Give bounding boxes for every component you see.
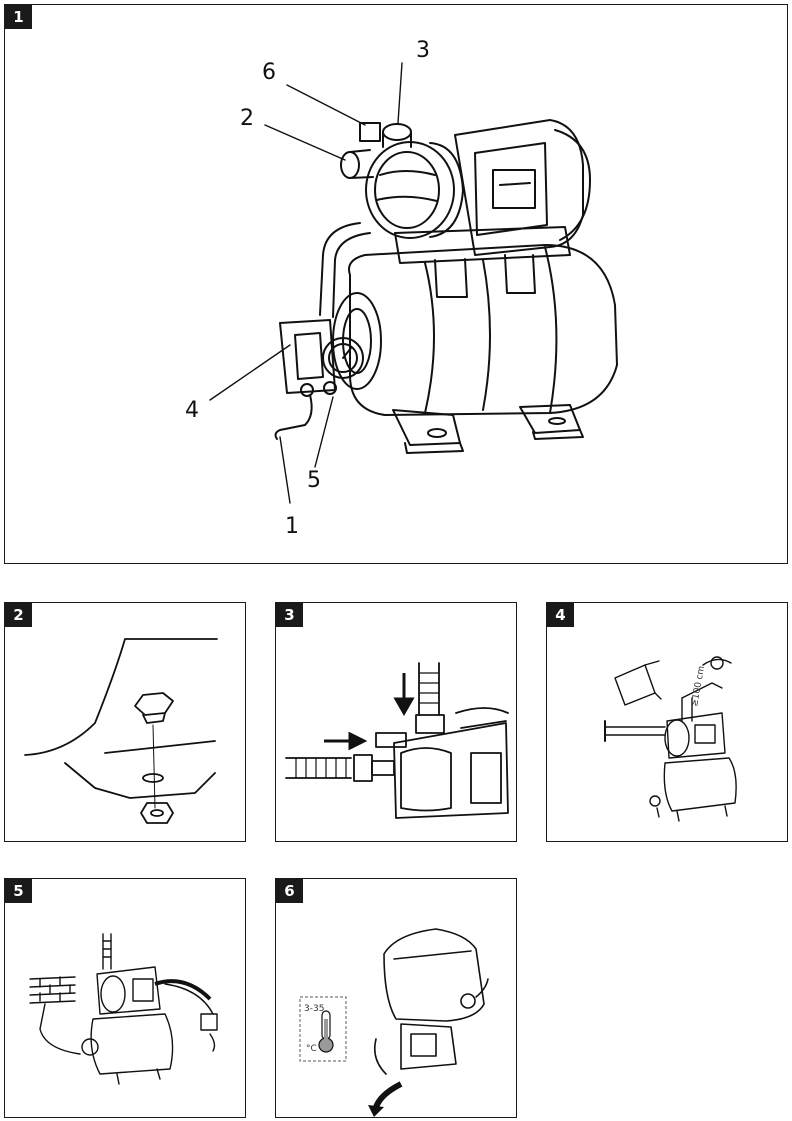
callout-5: 5	[307, 468, 321, 493]
drain-bolt	[134, 692, 174, 716]
washer-nut	[140, 802, 174, 824]
figure-6-panel: 6 3-35 °C	[275, 878, 517, 1118]
figure-5-panel: 5	[4, 878, 246, 1118]
tank	[663, 757, 737, 812]
suction-hose	[285, 757, 352, 779]
figure-3-panel: 3	[275, 602, 517, 842]
callout-2: 2	[240, 106, 254, 131]
figure-number-tag: 3	[276, 603, 303, 627]
callout-4: 4	[185, 398, 199, 423]
figure-number-tag: 6	[276, 879, 303, 903]
power-cable	[274, 394, 313, 440]
temperature-unit: °C	[306, 1044, 317, 1054]
tank	[90, 1013, 174, 1075]
figure-1-panel: 1	[4, 4, 788, 564]
callout-6: 6	[262, 60, 276, 85]
water-jug	[614, 664, 656, 706]
temperature-range: 3-35	[304, 1004, 324, 1014]
figure-number-tag: 4	[547, 603, 574, 627]
drain-arrow	[373, 1081, 403, 1109]
callout-3: 3	[416, 38, 430, 63]
outlet-hose	[418, 662, 440, 716]
thermometer-box	[299, 996, 347, 1062]
figure-number-tag: 5	[5, 879, 32, 903]
storage-illustration: 3-35 °C	[299, 928, 489, 1117]
socket-plug	[200, 1013, 218, 1031]
brick-wall	[29, 976, 76, 1004]
pump-motor	[454, 119, 584, 256]
curved-arrow	[154, 979, 212, 1001]
drain-plug-illustration	[24, 638, 218, 824]
hose-connection-illustration	[285, 662, 509, 819]
priming-illustration: ≥100 cm	[604, 656, 737, 822]
power-connection-illustration	[29, 933, 218, 1085]
pump-overview-illustration: 3 6 2 4 5 1	[185, 38, 618, 539]
filler-cap	[359, 122, 381, 142]
pressure-tank	[348, 244, 618, 416]
pump-housing	[365, 141, 455, 239]
callout-1: 1	[285, 514, 299, 539]
figure-2-panel: 2	[4, 602, 246, 842]
figure-4-panel: 4 ≥100 cm	[546, 602, 788, 842]
outlet-port	[382, 123, 412, 141]
pressure-gauge	[322, 337, 364, 379]
pressure-hose	[319, 222, 361, 316]
figure-number-tag: 1	[5, 5, 32, 29]
inlet-port	[340, 151, 360, 179]
figure-number-tag: 2	[5, 603, 32, 627]
